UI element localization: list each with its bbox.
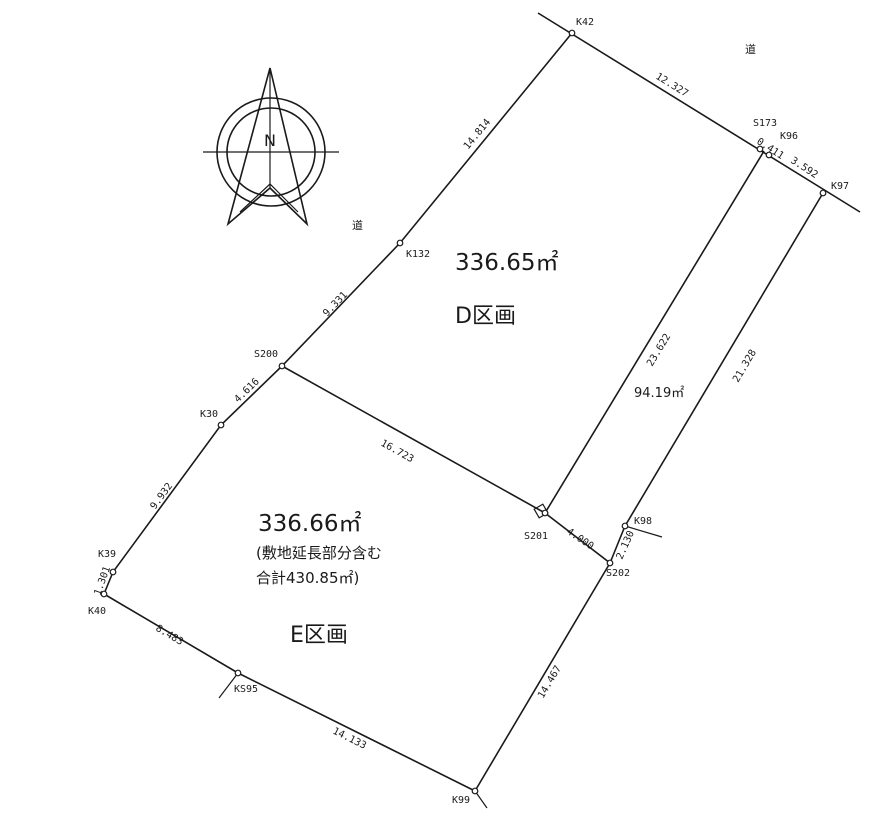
point-marker-S202 <box>606 559 614 567</box>
edge-length-S200-S201: 16.723 <box>379 438 416 465</box>
point-marker-K97 <box>819 189 827 197</box>
boundary-line-west <box>103 32 573 595</box>
point-label-K99: K99 <box>452 795 470 806</box>
point-marker-K39 <box>109 568 117 576</box>
point-marker-S201 <box>541 509 549 517</box>
strip-area: 94.19㎡ <box>634 386 684 401</box>
boundary-line-division-DE <box>281 365 546 514</box>
point-label-K42: K42 <box>576 17 594 28</box>
edge-length-S173-S201: 23.622 <box>645 332 673 369</box>
point-markers <box>100 29 827 795</box>
point-label-KS95: KS95 <box>234 684 258 695</box>
point-label-K30: K30 <box>200 409 218 420</box>
edge-length-KS95-K99: 14.133 <box>331 726 368 752</box>
boundary-line-strip-inner <box>544 150 765 514</box>
edge-length-K97-K98: 21.328 <box>731 348 759 385</box>
point-marker-K30 <box>217 421 225 429</box>
point-marker-K98 <box>621 522 629 530</box>
lot-E-name: E区画 <box>290 623 348 648</box>
road-label-northeast: 道 <box>745 42 756 56</box>
boundary-line-S202-K98 <box>609 525 626 564</box>
point-label-K98: K98 <box>634 516 652 527</box>
point-label-S201: S201 <box>524 531 548 542</box>
boundary-line-strip-outer <box>624 192 824 527</box>
point-marker-K99 <box>471 787 479 795</box>
point-label-S173: S173 <box>753 118 777 129</box>
lot-E-note-line1: (敷地延長部分含む <box>256 544 382 562</box>
point-label-K132: K132 <box>406 249 430 260</box>
point-marker-KS95 <box>234 669 242 677</box>
point-marker-K42 <box>568 29 576 37</box>
lot-D-name: D区画 <box>455 304 516 329</box>
road-label-west: 道 <box>352 218 363 232</box>
point-marker-S200 <box>278 362 286 370</box>
lot-D-area: 336.65㎡ <box>455 250 558 276</box>
point-marker-K40 <box>100 590 108 598</box>
lot-E-area: 336.66㎡ <box>258 511 361 537</box>
point-label-S202: S202 <box>606 568 630 579</box>
point-label-S200: S200 <box>254 349 278 360</box>
north-arrow-icon: N <box>203 67 339 227</box>
point-label-K39: K39 <box>98 549 116 560</box>
edge-length-S201-S202: 4.000 <box>564 526 595 552</box>
point-label-K97: K97 <box>831 181 849 192</box>
boundary-lines <box>103 12 861 809</box>
point-label-K96: K96 <box>780 131 798 142</box>
point-marker-S173 <box>756 145 764 153</box>
point-label-K40: K40 <box>88 606 106 617</box>
lot-E-note-line2: 合計430.85㎡) <box>256 569 359 587</box>
boundary-line-street <box>537 12 861 213</box>
edge-length-K132-S200: 9.331 <box>321 290 350 319</box>
north-letter: N <box>264 131 276 150</box>
point-labels: K42 S173 K96 K97 K132 S200 K30 K39 K40 K… <box>88 17 849 806</box>
point-marker-K132 <box>396 239 404 247</box>
boundary-line-southeast <box>474 512 612 792</box>
edge-length-K30-K39: 9.932 <box>149 481 176 512</box>
edge-length-K40-KS95: 8.483 <box>153 623 185 648</box>
lot-labels: 336.65㎡ D区画 94.19㎡ 336.66㎡ (敷地延長部分含む 合計4… <box>256 250 684 648</box>
point-marker-K96 <box>765 151 773 159</box>
